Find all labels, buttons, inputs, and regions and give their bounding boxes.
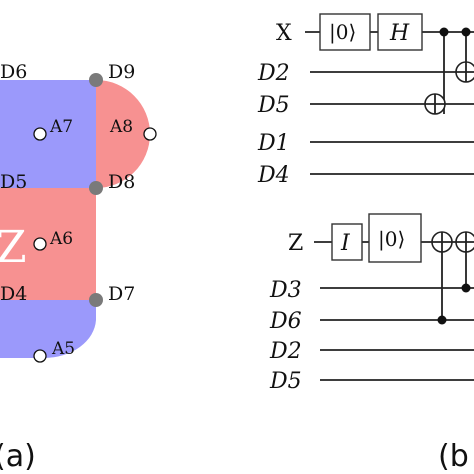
cnot-z-2-control: [461, 283, 471, 293]
x-boundary-bottom: [0, 300, 96, 358]
ancilla-a6: [33, 237, 47, 251]
label-z-wire-1: D6: [269, 309, 302, 334]
label-d4: D4: [0, 283, 27, 305]
label-d5: D5: [0, 171, 27, 193]
gate-x-hadamard-label: H: [389, 21, 410, 46]
x-plaquette-top: [0, 80, 96, 188]
data-qubit-d7: [89, 293, 103, 307]
label-x-wire-3: D4: [257, 163, 290, 188]
gate-x-reset-label: |0⟩: [329, 20, 356, 45]
cnot-x-1-control: [439, 27, 449, 37]
panel-a-label: (a): [0, 439, 36, 474]
gate-z-reset-label: |0⟩: [378, 227, 405, 252]
label-a5: A5: [51, 339, 75, 359]
label-d9: D9: [108, 61, 135, 83]
label-x-ancilla: X: [276, 21, 292, 46]
label-d7: D7: [108, 283, 135, 305]
gate-z-identity: [331, 223, 363, 261]
cnot-z-1-control: [437, 315, 447, 325]
label-a8: A8: [109, 117, 133, 137]
label-d8: D8: [108, 171, 135, 193]
gate-x-hadamard: [377, 13, 423, 51]
label-a6: A6: [49, 229, 73, 249]
panel-b-circuits: |0⟩ H X D2 D5 D1 D4 I |0⟩: [257, 13, 474, 474]
ancilla-a7: [33, 127, 47, 141]
panel-a-lattice: D6 D9 D5 D8 D4 D7 A7 A8 A6 A5 Z (a): [0, 61, 157, 474]
data-qubit-d8: [89, 181, 103, 195]
data-qubit-d9: [89, 73, 103, 87]
gate-z-identity-label: I: [340, 231, 351, 256]
label-x-wire-1: D5: [257, 93, 290, 118]
ancilla-a8: [143, 127, 157, 141]
label-z-wire-2: D2: [269, 339, 302, 364]
label-z-ancilla: Z: [288, 231, 303, 256]
label-z-wire-0: D3: [269, 278, 302, 303]
label-x-wire-2: D1: [257, 131, 290, 156]
label-a7: A7: [49, 117, 73, 137]
z-plaquette-middle: [0, 188, 96, 300]
gate-x-reset: [319, 13, 371, 51]
label-z-wire-3: D5: [269, 369, 302, 394]
label-x-wire-0: D2: [257, 61, 290, 86]
ancilla-a5: [33, 349, 47, 363]
cnot-x-2-control: [461, 27, 471, 37]
panel-b-label: (b: [438, 439, 469, 474]
stabilizer-z-letter: Z: [0, 222, 27, 273]
gate-z-reset: [368, 213, 422, 263]
label-d6: D6: [0, 61, 27, 83]
z-boundary-right: [96, 80, 150, 188]
